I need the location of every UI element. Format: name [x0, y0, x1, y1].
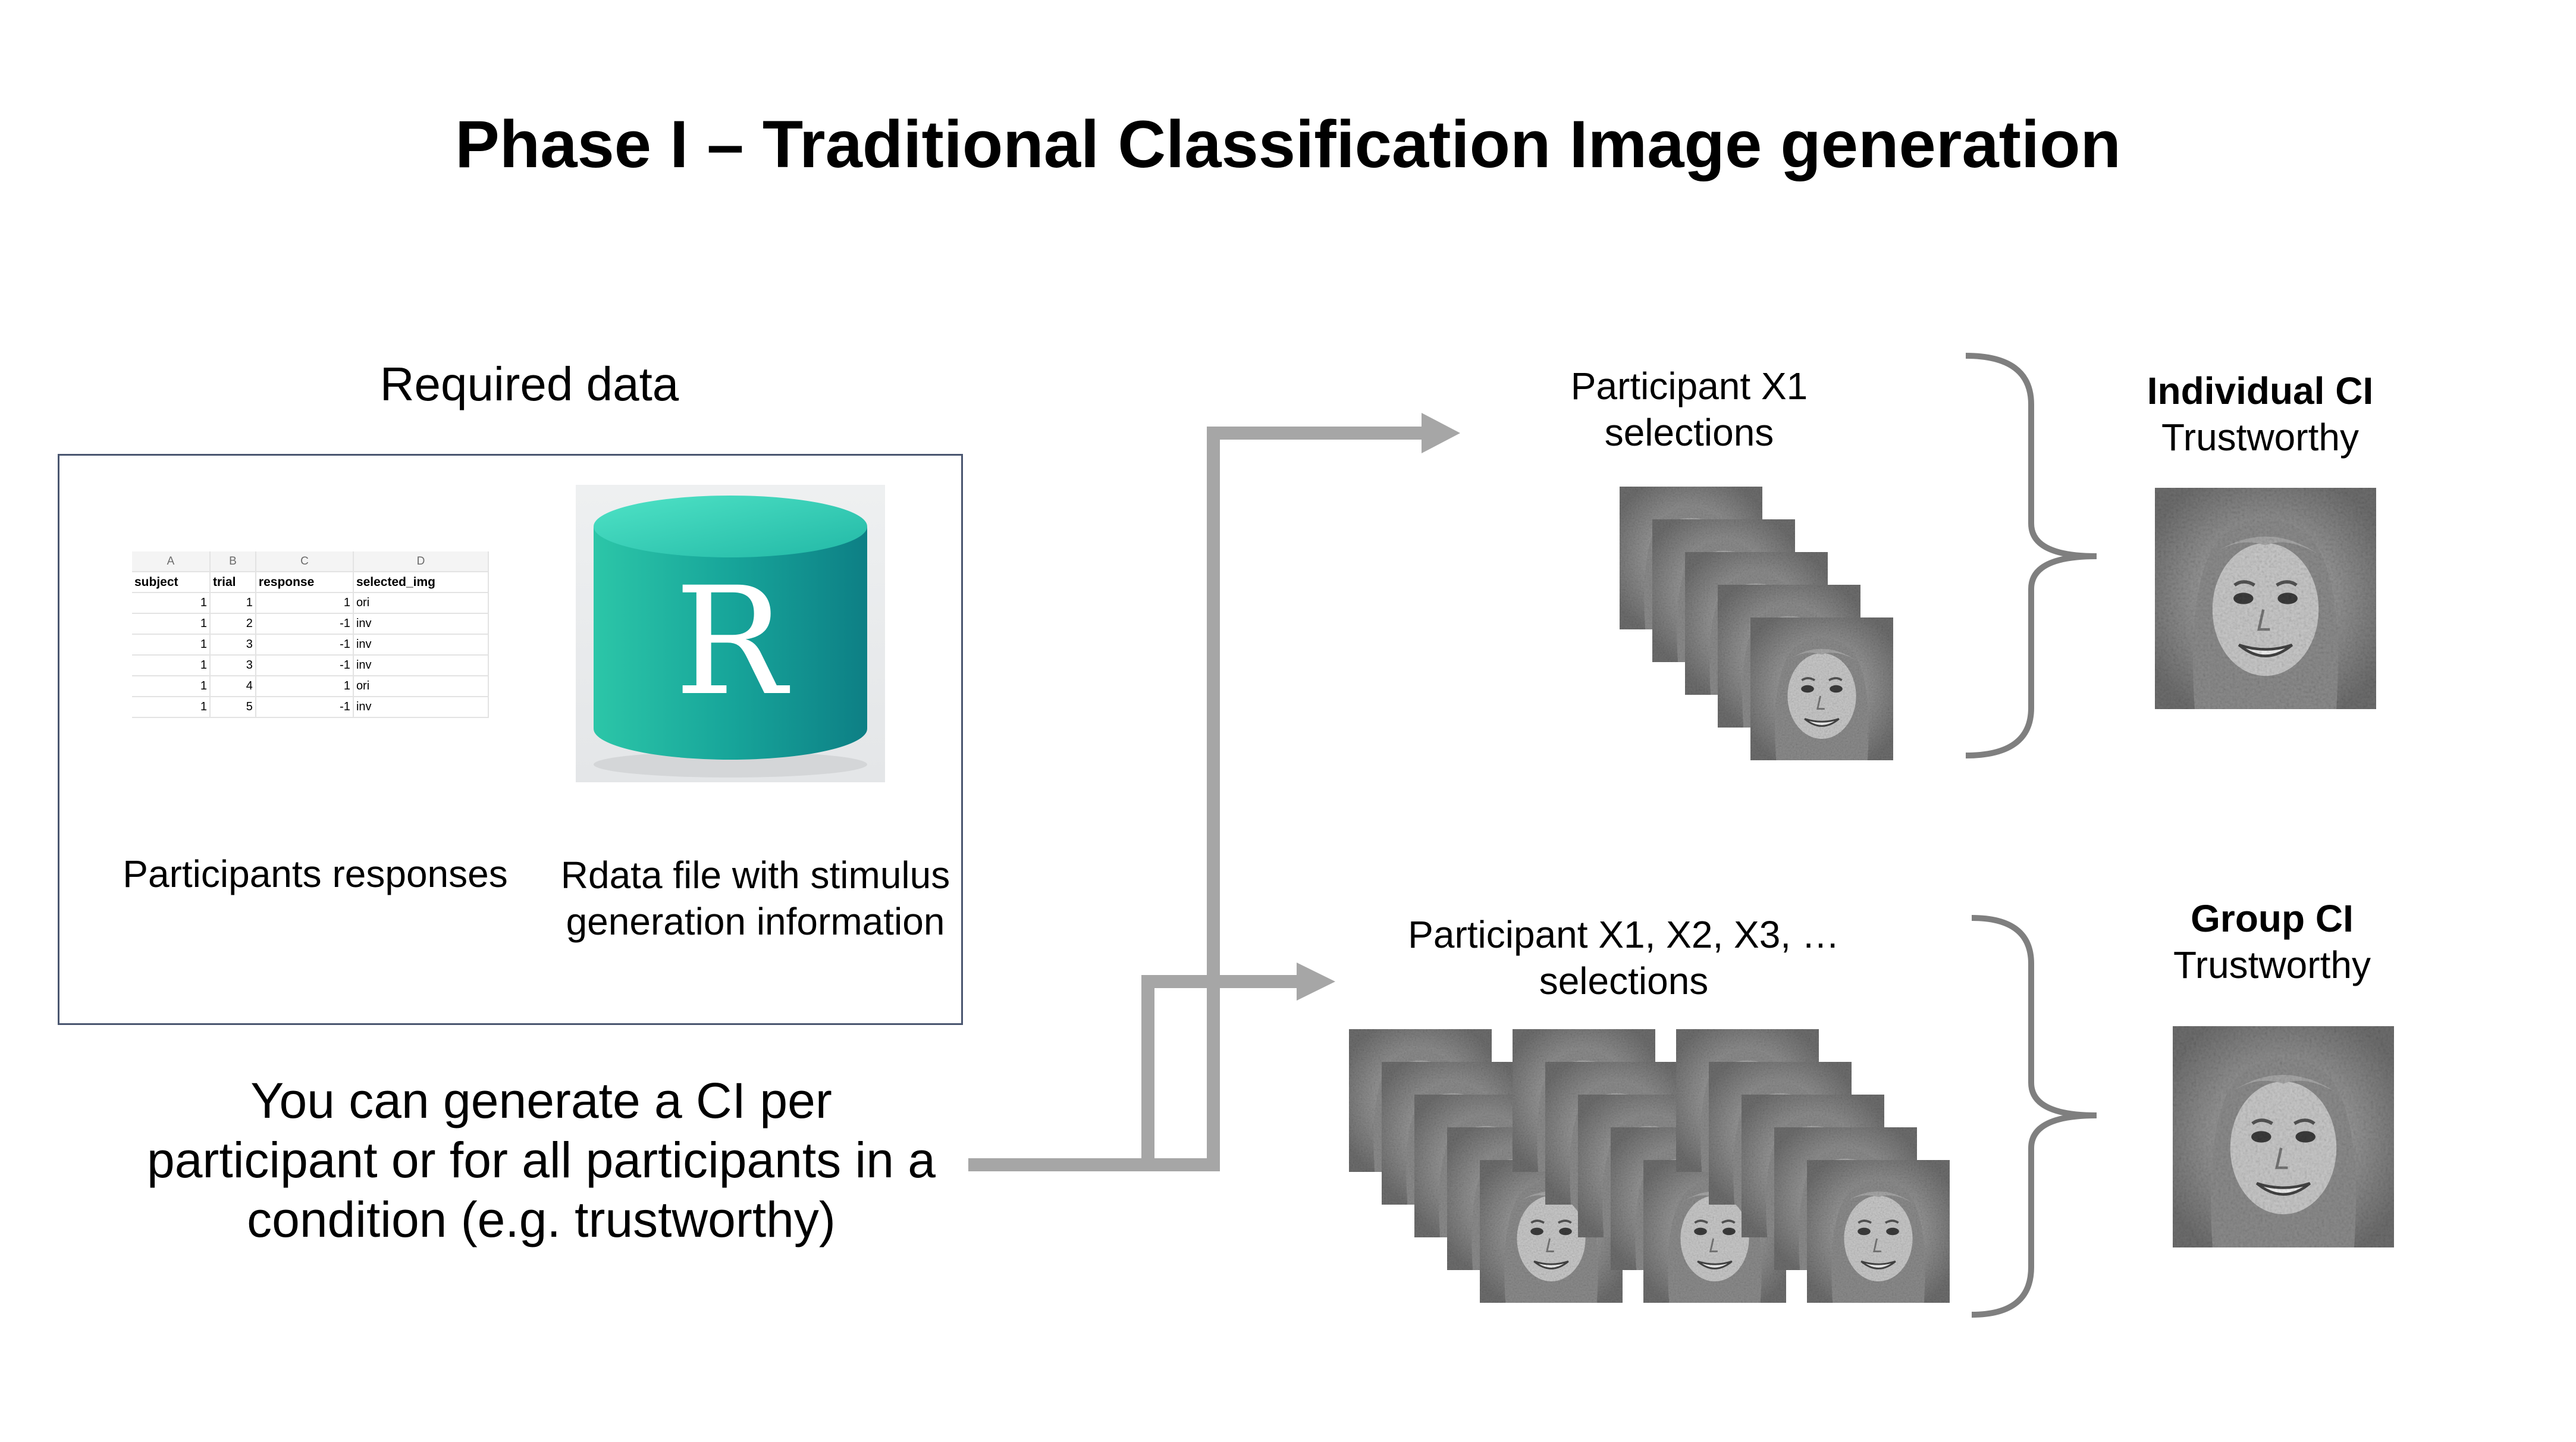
group-ci-label: Group CI Trustworthy — [2094, 895, 2451, 988]
participants-all-label: Participant X1, X2, X3, … selections — [1356, 911, 1891, 1004]
cell: -1 — [255, 655, 354, 676]
page-title: Phase I – Traditional Classification Ima… — [455, 107, 2121, 181]
participants-all-line2: selections — [1539, 960, 1709, 1002]
table-row: 1 3 -1 inv — [132, 655, 490, 676]
cell: 1 — [255, 593, 354, 614]
arrow-to-single-participant — [968, 427, 1422, 1171]
note-line3: condition (e.g. trustworthy) — [247, 1192, 836, 1247]
individual-ci-subtitle: Trustworthy — [2161, 416, 2359, 459]
note-line1: You can generate a CI per — [250, 1073, 832, 1128]
header-cell: trial — [209, 572, 256, 593]
arrowhead-single — [1422, 413, 1460, 453]
cell: 3 — [209, 655, 256, 676]
group-ci-title: Group CI — [2191, 897, 2354, 940]
rdata-label-line1: Rdata file with stimulus — [560, 854, 950, 896]
column-letter: C — [255, 551, 354, 572]
r-logo-letter: R — [674, 555, 790, 728]
required-data-heading: Required data — [379, 358, 679, 410]
cell: 1 — [255, 676, 354, 697]
bracket-individual — [1965, 353, 2097, 758]
cell: 1 — [132, 676, 211, 697]
table-row: 1 3 -1 inv — [132, 634, 490, 656]
table-row: 1 4 1 ori — [132, 676, 490, 697]
cell: inv — [353, 697, 490, 718]
cell: 1 — [132, 655, 211, 676]
rdata-label-line2: generation information — [566, 900, 945, 943]
column-letter: D — [353, 551, 490, 572]
r-cylinder-graphic: R — [594, 496, 867, 778]
cell: ori — [353, 676, 490, 697]
participants-all-line1: Participant X1, X2, X3, … — [1408, 913, 1840, 956]
spreadsheet-column-letters: A B C D — [132, 551, 490, 572]
cell: inv — [353, 655, 490, 676]
ci-face-image — [2173, 1026, 2394, 1247]
cell: inv — [353, 634, 490, 656]
participant-x1-line1: Participant X1 — [1570, 365, 1808, 407]
participant-x1-label: Participant X1 selections — [1511, 363, 1868, 456]
cell: 5 — [209, 697, 256, 718]
cell: -1 — [255, 697, 354, 718]
column-letter: B — [209, 551, 256, 572]
required-data-box — [58, 454, 963, 1025]
individual-ci-label: Individual CI Trustworthy — [2082, 368, 2439, 460]
cell: -1 — [255, 613, 354, 635]
participants-responses-label: Participants responses — [123, 852, 508, 895]
cell: ori — [353, 593, 490, 614]
header-cell: response — [255, 572, 354, 593]
table-row: 1 1 1 ori — [132, 593, 490, 614]
cell: inv — [353, 613, 490, 635]
cell: 1 — [132, 593, 211, 614]
column-letter: A — [132, 551, 211, 572]
cell: 4 — [209, 676, 256, 697]
cell: 3 — [209, 634, 256, 656]
r-database-icon: R — [576, 485, 885, 782]
selection-face-image — [1750, 617, 1893, 760]
group-ci-subtitle: Trustworthy — [2173, 943, 2371, 986]
individual-ci-title: Individual CI — [2147, 369, 2374, 412]
table-row: 1 5 -1 inv — [132, 697, 490, 718]
participant-x1-line2: selections — [1604, 411, 1774, 454]
cell: 1 — [132, 697, 211, 718]
cell: 2 — [209, 613, 256, 635]
cell: 1 — [209, 593, 256, 614]
header-cell: subject — [132, 572, 211, 593]
responses-spreadsheet: A B C D subject trial response selected_… — [132, 551, 490, 718]
cell: -1 — [255, 634, 354, 656]
bracket-group — [1971, 915, 2097, 1318]
arrow-to-all-participants — [1141, 975, 1297, 1165]
table-row: 1 2 -1 inv — [132, 613, 490, 635]
header-cell: selected_img — [353, 572, 490, 593]
note-line2: participant or for all participants in a — [147, 1132, 936, 1188]
spreadsheet-header-row: subject trial response selected_img — [132, 572, 490, 593]
rdata-file-label: Rdata file with stimulus generation info… — [547, 852, 964, 945]
ci-generation-note: You can generate a CI per participant or… — [119, 1071, 964, 1249]
cell: 1 — [132, 634, 211, 656]
selection-face-image — [1807, 1160, 1950, 1303]
ci-face-image — [2155, 488, 2376, 709]
arrowhead-all — [1297, 963, 1335, 1001]
cell: 1 — [132, 613, 211, 635]
